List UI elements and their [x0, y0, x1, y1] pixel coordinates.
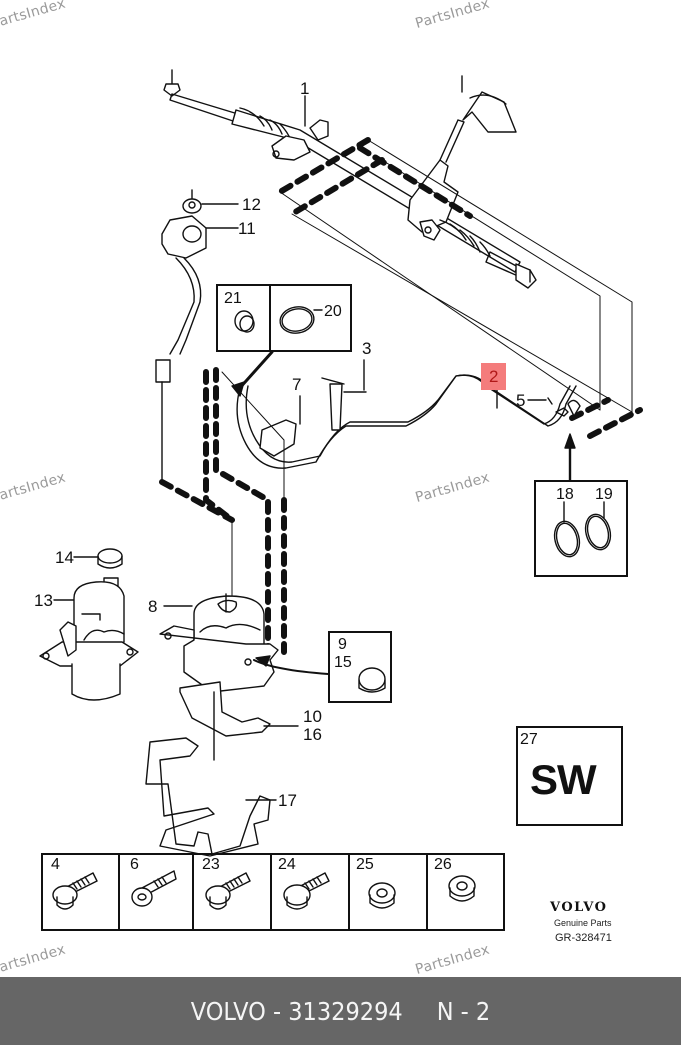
volvo-logo: VOLVO — [550, 900, 608, 915]
o-rings-18-19 — [553, 501, 612, 558]
footer-part-number: 31329294 — [288, 996, 403, 1026]
dashed-route-pump — [159, 367, 287, 655]
callout-10[interactable]: 10 — [303, 707, 322, 726]
callout-11[interactable]: 11 — [238, 219, 256, 238]
fastener-cell-4[interactable]: 4 — [41, 853, 120, 931]
fastener-label-24: 24 — [278, 856, 296, 873]
fastener-label-6: 6 — [130, 856, 139, 873]
box-label-9[interactable]: 9 — [338, 636, 347, 653]
footer-brand: VOLVO — [190, 996, 266, 1026]
fastener-cell-24[interactable]: 24 — [272, 853, 350, 931]
fastener-label-26: 26 — [434, 856, 452, 873]
electro-hydraulic-pump-8 — [159, 593, 329, 693]
hydraulic-pump-13 — [39, 577, 139, 701]
fastener-label-23: 23 — [202, 856, 220, 873]
fastener-drawings — [52, 870, 476, 910]
callout-12[interactable]: 12 — [242, 195, 261, 214]
callout-13[interactable]: 13 — [34, 591, 53, 610]
fastener-cell-25[interactable]: 25 — [350, 853, 428, 931]
reservoir-fill-head-11 — [155, 215, 239, 483]
callout-17[interactable]: 17 — [278, 791, 297, 810]
detail-box-9-15: 9 15 — [328, 631, 392, 703]
fastener-cell-23[interactable]: 23 — [194, 853, 272, 931]
parts-diagram: 1 2 3 5 7 8 10 11 12 13 14 16 17 21 20 1… — [0, 0, 643, 978]
callout-5[interactable]: 5 — [516, 391, 526, 410]
fastener-label-25: 25 — [356, 856, 374, 873]
box-label-27[interactable]: 27 — [520, 731, 538, 748]
part-footer-bar: VOLVO - 31329294 N - 2 — [0, 977, 681, 1045]
callout-3[interactable]: 3 — [362, 339, 372, 358]
box-label-20[interactable]: 20 — [324, 303, 342, 320]
reservoir-cap-12 — [182, 189, 239, 214]
sw-label: SW — [530, 756, 597, 803]
footer-position-label: N - 2 — [436, 996, 491, 1026]
detail-box-21-20: 21 20 — [216, 284, 352, 352]
pump-bracket-10-16 — [179, 681, 299, 761]
dashed-route-hose-end — [569, 397, 643, 439]
plug-9-15 — [358, 667, 386, 693]
box-label-19[interactable]: 19 — [595, 486, 613, 503]
steering-rack — [163, 69, 537, 289]
pressure-hose-assembly — [236, 374, 581, 469]
fastener-cell-6[interactable]: 6 — [120, 853, 194, 931]
callout-1[interactable]: 1 — [300, 79, 310, 98]
mounting-frame-17 — [145, 737, 277, 857]
box-divider — [269, 286, 271, 350]
diagram-reference: GR-328471 — [555, 932, 612, 944]
callout-2-highlighted[interactable]: 2 — [481, 363, 507, 390]
footer-separator: - — [265, 996, 289, 1026]
reservoir-cap-14 — [73, 548, 123, 569]
detail-box-27: 27 SW — [516, 726, 623, 826]
callout-14[interactable]: 14 — [55, 548, 74, 567]
thin-route-rack — [279, 139, 633, 413]
callout-16[interactable]: 16 — [303, 725, 322, 744]
fastener-strip — [41, 853, 505, 931]
box-label-18[interactable]: 18 — [556, 486, 574, 503]
genuine-parts-label: Genuine Parts — [554, 918, 612, 928]
box-label-21[interactable]: 21 — [224, 290, 242, 307]
detail-box-18-19: 18 19 — [534, 480, 628, 577]
callout-8[interactable]: 8 — [148, 597, 158, 616]
fastener-label-4: 4 — [51, 856, 60, 873]
exploded-view-drawing — [39, 69, 643, 910]
callout-7[interactable]: 7 — [292, 375, 302, 394]
fastener-cell-26[interactable]: 26 — [428, 853, 505, 931]
detail-box-21-20-drawing — [231, 306, 323, 397]
box-label-15[interactable]: 15 — [334, 654, 352, 671]
dashed-route-rack — [277, 137, 473, 219]
